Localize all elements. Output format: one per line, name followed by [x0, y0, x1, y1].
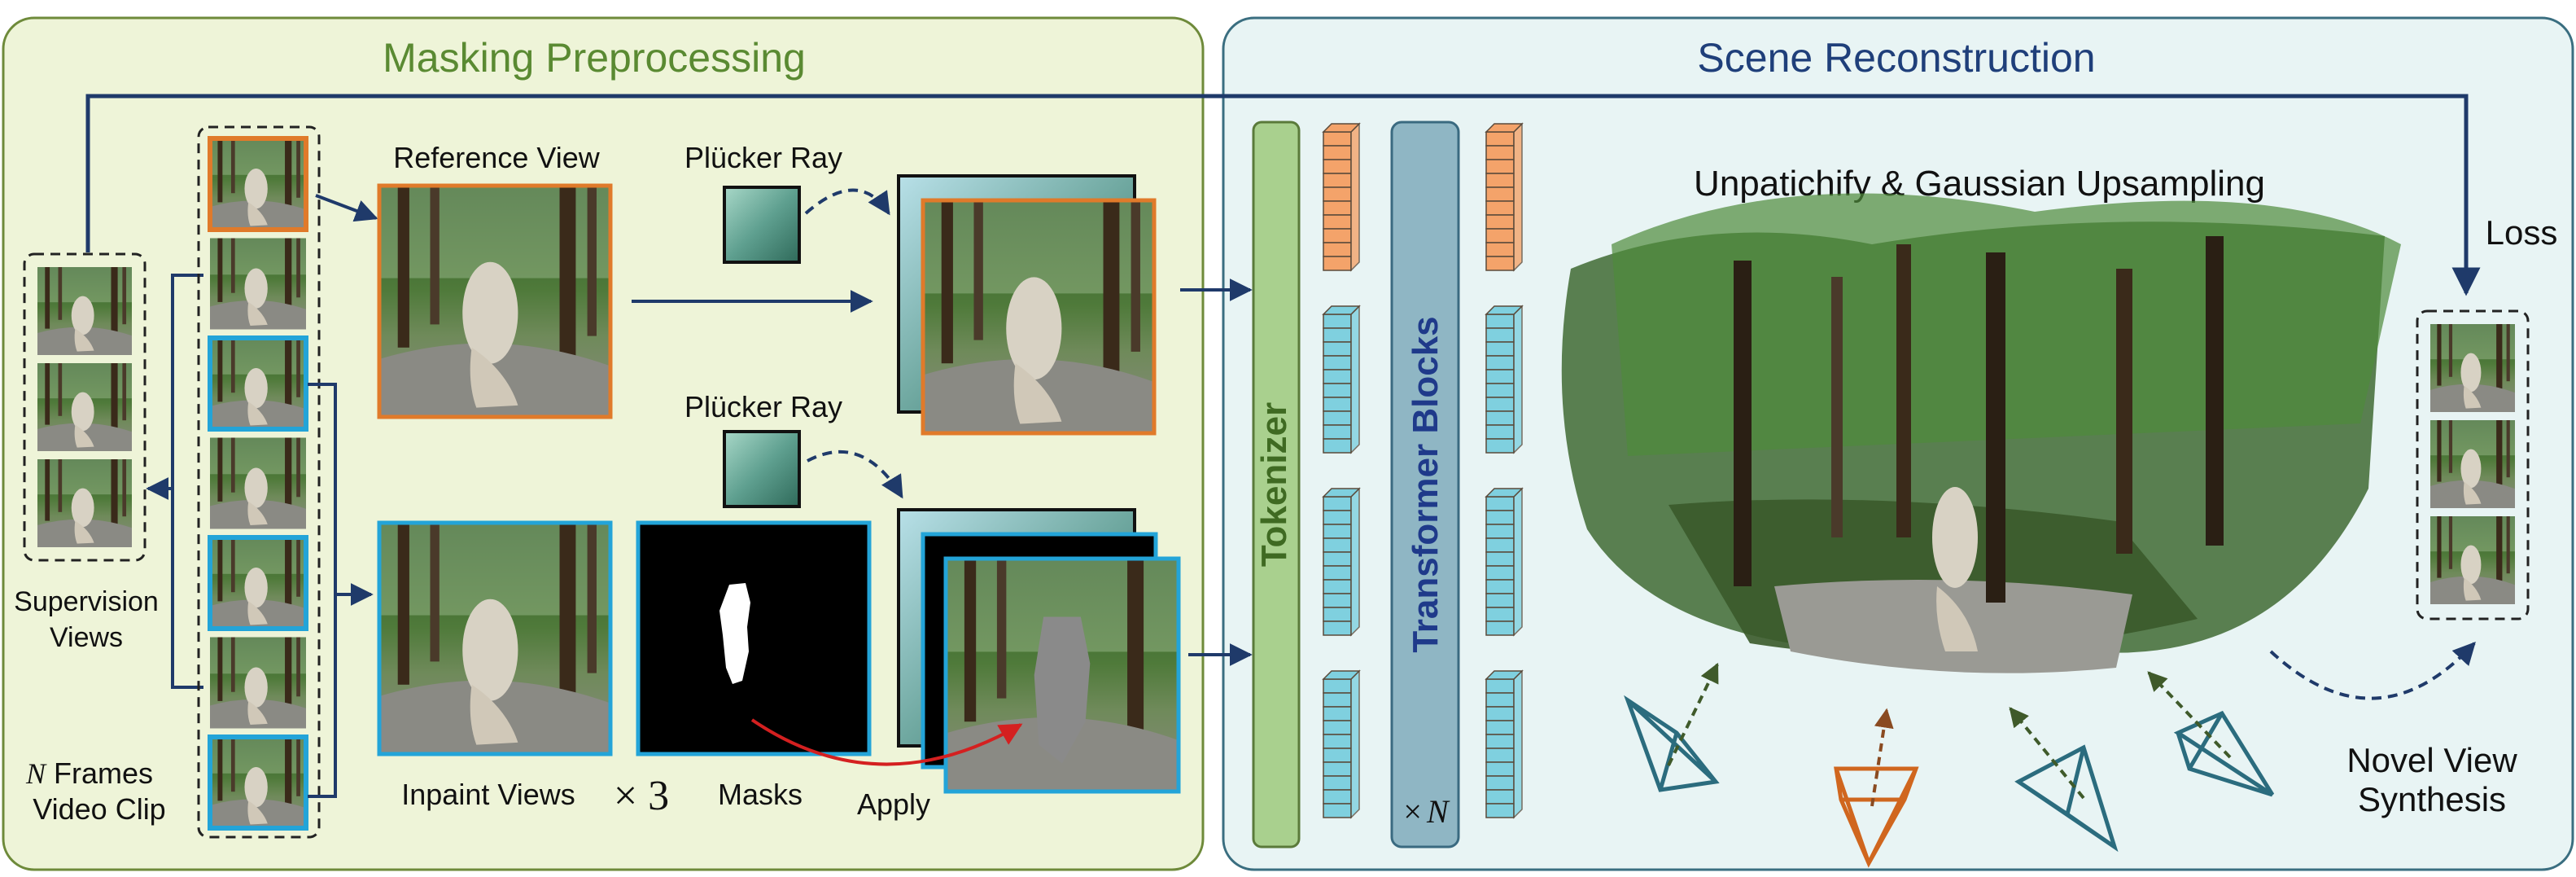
times-n-symbol: ×: [1403, 793, 1422, 830]
blue-token-stack: [1485, 669, 1524, 819]
plucker-bottom-dashed-arrow: [807, 449, 903, 499]
input-token-column: [1322, 122, 1361, 819]
frames-label-line2: Video Clip: [33, 792, 165, 826]
apply-mask-arrow: [750, 718, 1023, 766]
inpaint-views-label: Inpaint Views: [401, 778, 575, 811]
mask-shape: [719, 583, 750, 684]
camera-1: [1624, 695, 1720, 792]
novel-view-dashed-arrow: [2269, 641, 2476, 700]
inpaint-view-frame: [377, 520, 613, 756]
times-n-label: ×N: [1403, 793, 1450, 830]
video-frame: [210, 138, 306, 230]
masks-label: Masks: [718, 778, 803, 811]
supervision-feedback-arrow: [85, 94, 2481, 296]
supervision-label-line1: Supervision: [14, 586, 159, 617]
blue-token-stack: [1322, 305, 1361, 454]
output-token-column: [1485, 122, 1524, 819]
video-frames: [208, 136, 308, 831]
reference-view-frame: [377, 183, 613, 419]
blue-token-stack: [1322, 487, 1361, 637]
orange-token-stack: [1485, 122, 1524, 272]
supervision-label-line2: Views: [50, 622, 123, 653]
plucker-ray-top-thumb: [723, 186, 801, 264]
novel-view-label-line2: Synthesis: [2358, 780, 2506, 818]
camera-3: [2014, 744, 2119, 853]
left-panel-title: Masking Preprocessing: [383, 35, 806, 81]
video-frame: [210, 537, 306, 629]
plucker-ray-top-label: Plücker Ray: [684, 141, 842, 174]
plucker-ray-bottom-label: Plücker Ray: [684, 390, 842, 423]
masked-view-image: [946, 559, 1179, 791]
right-panel-title: Scene Reconstruction: [1697, 35, 2095, 81]
camera-4: [2173, 710, 2275, 797]
blue-token-stack: [1322, 669, 1361, 819]
mask-image: [636, 520, 872, 756]
reconstructed-scene: [1561, 193, 2401, 673]
reference-stack-frame: [921, 198, 1157, 436]
reference-view-label: Reference View: [393, 141, 600, 174]
video-frame: [210, 338, 306, 429]
masked-view-frame: [943, 556, 1181, 794]
frames-label-line1: N Frames: [25, 756, 153, 790]
plucker-top-dashed-arrow: [804, 188, 890, 216]
inpaint-view-image: [379, 523, 610, 754]
orange-frame-border: [208, 136, 308, 232]
frames-label-text: Frames: [46, 756, 153, 790]
video-to-supervision-bracket: [171, 274, 203, 689]
reference-stack-image: [923, 200, 1154, 433]
blue-frame-border: [208, 335, 308, 432]
frames-n-symbol: N: [25, 757, 47, 790]
video-frame: [210, 737, 306, 828]
novel-view-thumbnails: [2430, 324, 2515, 604]
apply-label: Apply: [857, 787, 930, 821]
frames-to-inpaint-bracket: [308, 383, 337, 798]
novel-views-group: [2416, 309, 2530, 620]
video-clip-group: [197, 125, 321, 839]
supervision-views-group: [23, 252, 147, 562]
blue-frame-border: [208, 734, 308, 831]
times-n-var: N: [1426, 793, 1450, 830]
camera-4-dir: [2147, 671, 2232, 759]
camera-frustums: [1624, 662, 2275, 868]
video-frame: [210, 637, 306, 729]
video-frame: [210, 437, 306, 529]
supervision-thumbnails: [37, 267, 132, 547]
transformer-block: [1390, 121, 1460, 848]
reference-view-image: [379, 186, 610, 417]
tokenizer-block: [1252, 121, 1301, 848]
times-three-label: × 3: [614, 773, 669, 819]
blue-frame-border: [208, 535, 308, 631]
orange-token-stack: [1322, 122, 1361, 272]
plucker-ray-bottom-thumb: [723, 430, 801, 508]
novel-view-label-line1: Novel View: [2346, 741, 2517, 779]
upsampling-label: Unpatichify & Gaussian Upsampling: [1694, 164, 2265, 204]
frame-to-reference-arrow: [315, 194, 378, 222]
transformer-label: Transformer Blocks: [1406, 316, 1445, 652]
blue-token-stack: [1485, 487, 1524, 637]
camera-3-dir: [2009, 707, 2085, 800]
tokenizer-label: Tokenizer: [1254, 402, 1294, 567]
loss-label: Loss: [2486, 213, 2558, 252]
camera-1-dir: [1667, 662, 1719, 766]
camera-2-dir: [1870, 708, 1894, 807]
video-frame: [210, 238, 306, 330]
blue-token-stack: [1485, 305, 1524, 454]
